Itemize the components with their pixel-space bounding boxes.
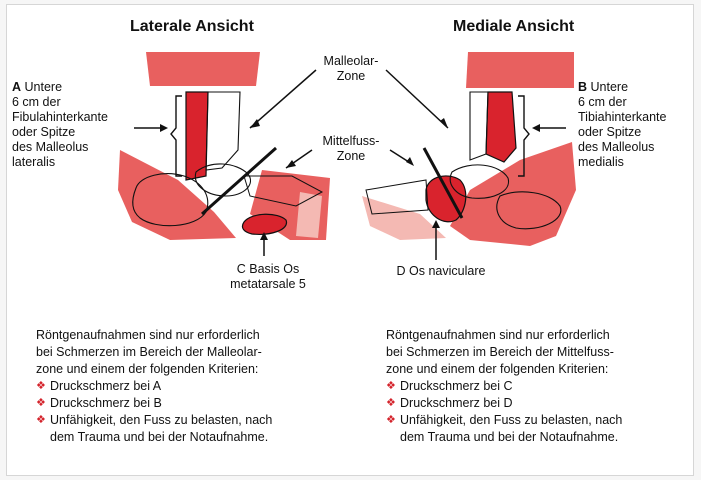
criteria-left-item-1-text: Druckschmerz bei A <box>50 379 162 393</box>
bullet-icon: ❖ <box>36 397 46 409</box>
criteria-right-list: ❖Druckschmerz bei C ❖Druckschmerz bei D … <box>386 378 686 446</box>
lateral-midfoot-outline <box>243 175 324 207</box>
label-a-letter: A <box>12 80 22 94</box>
tibia-zone-b <box>485 91 517 163</box>
medial-ankle-illustration <box>362 52 576 246</box>
label-d-line1: D Os naviculare <box>396 264 486 278</box>
criteria-left-line2: bei Schmerzen im Bereich der Malleolar- <box>36 345 262 359</box>
medial-leg-zone <box>466 52 574 88</box>
criteria-right: Röntgenaufnahmen sind nur erforderlich b… <box>386 327 686 446</box>
arrowhead-c-lateral <box>260 232 268 240</box>
medial-forefoot-shade <box>362 196 446 240</box>
heading-lateral-view: Laterale Ansicht <box>130 18 254 35</box>
criteria-left-item-1: ❖ Druckschmerz bei A <box>36 378 336 395</box>
criteria-left-item-2-text: Druckschmerz bei B <box>50 396 162 410</box>
criteria-left-item-3-text-cont: dem Trauma und bei der Notaufnahme. <box>50 430 269 444</box>
bracket-a <box>170 95 182 177</box>
lateral-ankle-illustration <box>118 52 330 240</box>
arrowhead-d-medial <box>432 220 440 228</box>
label-a-line6: lateralis <box>12 155 56 169</box>
arrowhead-a-bracket <box>160 124 168 132</box>
medial-midfoot-line <box>422 147 464 219</box>
lateral-malleolar-line <box>201 146 277 216</box>
criteria-right-item-1-text: Druckschmerz bei C <box>400 379 513 393</box>
arrow-malleolar-lateral <box>249 69 317 129</box>
arrowhead-malleolar-lateral <box>250 119 260 128</box>
label-c: C Basis Os metatarsale 5 <box>212 262 324 292</box>
label-b-line5: des Malleolus <box>578 140 655 154</box>
label-b-line6: medialis <box>578 155 624 169</box>
label-c-line2: metatarsale 5 <box>230 277 306 291</box>
figure-frame <box>6 4 694 476</box>
criteria-left: Röntgenaufnahmen sind nur erforderlich b… <box>36 327 336 446</box>
bullet-icon: ❖ <box>36 380 46 392</box>
bullet-icon: ❖ <box>386 380 396 392</box>
medial-heel-shade <box>500 170 566 236</box>
metatarsal-5-zone-c <box>241 213 288 235</box>
medial-forefoot-outline <box>365 179 429 215</box>
lateral-forefoot-shade <box>296 192 322 238</box>
arrow-malleolar-medial <box>385 69 449 129</box>
criteria-right-line1: Röntgenaufnahmen sind nur erforderlich <box>386 328 610 342</box>
criteria-left-item-2: ❖ Druckschmerz bei B <box>36 395 336 412</box>
label-b-line3: Tibiahinterkante <box>578 110 667 124</box>
arrowhead-malleolar-medial <box>440 118 448 128</box>
label-b-line2: 6 cm der <box>578 95 627 109</box>
medial-calcaneus-outline <box>496 191 562 230</box>
criteria-left-item-3-text: Unfähigkeit, den Fuss zu belasten, nach <box>50 413 273 427</box>
criteria-right-line2: bei Schmerzen im Bereich der Mittelfuss- <box>386 345 614 359</box>
label-b-letter: B <box>578 80 588 94</box>
label-midfoot-line1: Mittelfuss- <box>322 134 380 148</box>
label-midfoot-zone: Mittelfuss- Zone <box>312 134 390 164</box>
label-midfoot-line2: Zone <box>336 149 366 163</box>
criteria-left-list: ❖Druckschmerz bei A ❖Druckschmerz bei B … <box>36 378 336 446</box>
criteria-right-item-3-text: Unfähigkeit, den Fuss zu belasten, nach <box>400 413 623 427</box>
heading-medial-view: Mediale Ansicht <box>453 18 575 35</box>
arrowhead-midfoot-medial <box>406 157 414 166</box>
label-a: A Untere 6 cm der Fibulahinterkante oder… <box>12 80 134 170</box>
bullet-icon: ❖ <box>386 414 396 426</box>
label-d: D Os naviculare <box>386 264 496 279</box>
label-malleolar-line1: Malleolar- <box>323 54 379 68</box>
label-a-line4: oder Spitze <box>12 125 76 139</box>
criteria-right-item-2: ❖ Druckschmerz bei D <box>386 395 686 412</box>
bullet-icon: ❖ <box>36 414 46 426</box>
label-b: B Untere 6 cm der Tibiahinterkante oder … <box>578 80 690 170</box>
label-a-line2: 6 cm der <box>12 95 61 109</box>
medial-fibula-outline <box>469 91 489 161</box>
lateral-leg-zone <box>146 52 260 86</box>
bracket-b <box>518 95 530 177</box>
lateral-tibia-outline <box>205 91 241 171</box>
lateral-heel-zone <box>118 150 236 240</box>
label-a-line1: Untere <box>24 80 63 94</box>
arrowhead-b-bracket <box>532 124 540 132</box>
label-b-line4: oder Spitze <box>578 125 642 139</box>
label-malleolar-line2: Zone <box>336 69 366 83</box>
label-a-line5: des Malleolus <box>12 140 89 154</box>
label-b-line1: Untere <box>590 80 629 94</box>
criteria-left-item-3: ❖ Unfähigkeit, den Fuss zu belasten, nach… <box>36 412 336 446</box>
label-c-line1: C Basis Os <box>236 262 300 276</box>
criteria-right-line3: zone und einem der folgenden Kriterien: <box>386 362 609 376</box>
label-a-line3: Fibulahinterkante <box>12 110 108 124</box>
bullet-icon: ❖ <box>386 397 396 409</box>
medial-talus-outline <box>449 164 509 199</box>
lateral-talus-outline <box>194 163 252 197</box>
label-malleolar-zone: Malleolar- Zone <box>316 54 386 84</box>
fibula-zone-a <box>185 91 209 181</box>
criteria-right-item-3: ❖ Unfähigkeit, den Fuss zu belasten, nach… <box>386 412 686 446</box>
criteria-left-line1: Röntgenaufnahmen sind nur erforderlich <box>36 328 260 342</box>
criteria-right-item-3-text-cont: dem Trauma und bei der Notaufnahme. <box>400 430 619 444</box>
criteria-right-item-1: ❖ Druckschmerz bei C <box>386 378 686 395</box>
arrowhead-midfoot-lateral <box>286 160 296 168</box>
criteria-left-line3: zone und einem der folgenden Kriterien: <box>36 362 259 376</box>
criteria-right-item-2-text: Druckschmerz bei D <box>400 396 513 410</box>
